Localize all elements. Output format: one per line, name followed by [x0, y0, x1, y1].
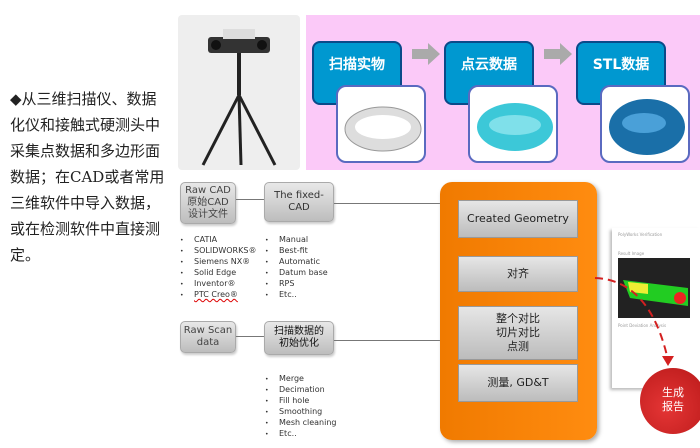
list-item: Solid Edge — [180, 268, 256, 279]
scan-optimize-box: 扫描数据的 初始优化 — [264, 321, 334, 355]
pointcloud-helmet-image — [468, 85, 558, 163]
list-item: Decimation — [265, 385, 337, 396]
tripod-scanner-icon — [201, 29, 277, 166]
cad-software-list: CATIA SOLIDWORKS® Siemens NX® Solid Edge… — [180, 235, 256, 301]
raw-scan-box: Raw Scan data — [180, 321, 236, 353]
scan-stages-panel: 扫描实物 点云数据 STL数据 — [306, 15, 700, 170]
list-item: Inventor® — [180, 279, 256, 290]
list-item: Mesh cleaning — [265, 418, 337, 429]
generate-report-button[interactable]: 生成 报告 — [640, 368, 700, 434]
scan-steps-list: Merge Decimation Fill hole Smoothing Mes… — [265, 374, 337, 440]
arrow-right-icon — [544, 43, 572, 65]
list-item: Etc.. — [265, 290, 328, 301]
list-item: Fill hole — [265, 396, 337, 407]
deviation-colormap-image — [618, 258, 690, 318]
list-item: CATIA — [180, 235, 256, 246]
list-item: Automatic — [265, 257, 328, 268]
list-item: PTC Creo® — [180, 290, 256, 301]
dashed-arrow-icon — [594, 277, 674, 366]
description-text: ◆从三维扫描仪、数据化仪和接触式硬测头中采集点数据和多边形面数据；在CAD或者常… — [10, 90, 165, 264]
process-created-geometry: Created Geometry — [458, 200, 578, 238]
stl-helmet-image — [600, 85, 690, 163]
list-item: Siemens NX® — [180, 257, 256, 268]
list-item: SOLIDWORKS® — [180, 246, 256, 257]
arrow-right-icon — [412, 43, 440, 65]
report-preview: PolyWorks Verification Result Image Poin… — [612, 228, 700, 388]
report-section-result: Result Image — [618, 251, 645, 256]
list-item: Manual — [265, 235, 328, 246]
list-item: RPS — [265, 279, 328, 290]
list-item: Best-fit — [265, 246, 328, 257]
raw-cad-box: Raw CAD 原始CAD 设计文件 — [180, 182, 236, 224]
list-item: Merge — [265, 374, 337, 385]
list-item: Etc.. — [265, 429, 337, 440]
alignment-methods-list: Manual Best-fit Automatic Datum base RPS… — [265, 235, 328, 301]
process-comparison: 整个对比 切片对比 点测 — [458, 306, 578, 360]
scanner-image — [178, 15, 300, 170]
process-measurement: 测量, GD&T — [458, 364, 578, 402]
process-panel: Created Geometry 对齐 整个对比 切片对比 点测 测量, GD&… — [440, 182, 597, 440]
white-helmet-image — [336, 85, 426, 163]
list-item: Smoothing — [265, 407, 337, 418]
process-alignment: 对齐 — [458, 256, 578, 292]
fixed-cad-box: The fixed- CAD — [264, 182, 334, 222]
report-section-deviation: Point Deviation Analysis — [618, 323, 667, 328]
list-item: Datum base — [265, 268, 328, 279]
report-title: PolyWorks Verification — [618, 232, 663, 237]
